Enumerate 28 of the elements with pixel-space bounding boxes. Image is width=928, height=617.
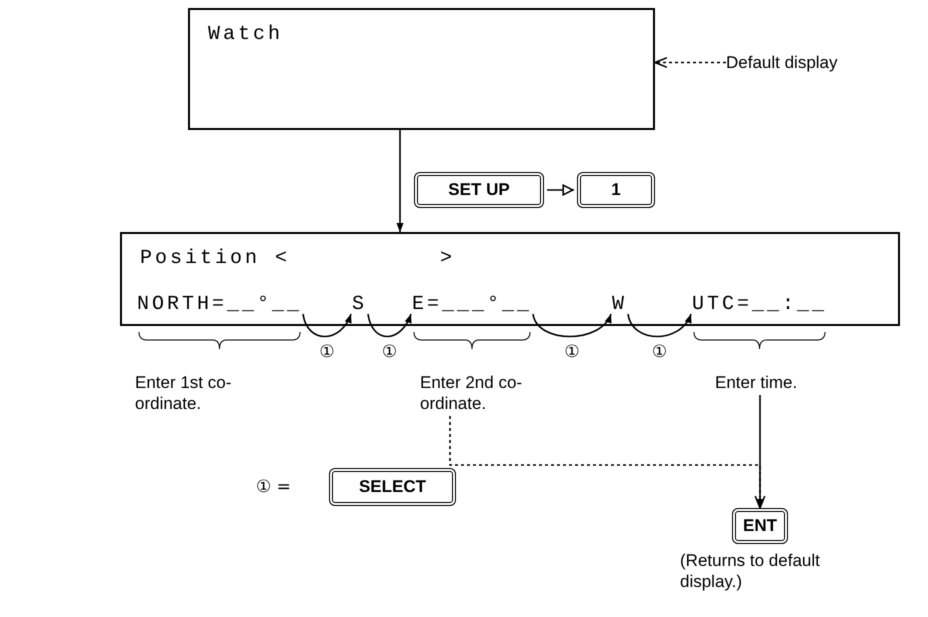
- display-text: W: [612, 292, 628, 318]
- curved-arrow: [532, 314, 612, 338]
- display-text: Watch: [208, 22, 284, 48]
- display-text: Position < >: [140, 246, 456, 272]
- curved-arrow: [302, 314, 352, 338]
- note-text: (Returns to default display.): [680, 550, 821, 592]
- curved-arrow: [367, 314, 412, 338]
- key-legend: ① =: [256, 477, 291, 498]
- caption-text: Enter 1st co-ordinate.: [135, 372, 232, 414]
- display-text: UTC=__:__: [692, 292, 828, 318]
- caption-text: Default display: [726, 52, 838, 73]
- display-text: NORTH=__°__: [137, 292, 302, 318]
- arrow: [547, 184, 574, 196]
- display-screen: [120, 232, 900, 326]
- display-text: E=___°__: [412, 292, 532, 318]
- key-button: SELECT: [329, 468, 456, 506]
- dashed-arrow: [449, 416, 766, 509]
- caption-text: Enter time.: [715, 372, 798, 393]
- arrow: [756, 395, 764, 508]
- key-button: ENT: [732, 508, 788, 544]
- curved-arrow: [627, 314, 692, 338]
- key-button: 1: [577, 172, 655, 208]
- display-text: S: [352, 292, 368, 318]
- caption-text: Enter 2nd co-ordinate.: [420, 372, 540, 414]
- display-screen: [188, 8, 655, 130]
- key-button: SET UP: [414, 172, 544, 208]
- arrow: [396, 130, 404, 232]
- dashed-arrow: [654, 56, 726, 68]
